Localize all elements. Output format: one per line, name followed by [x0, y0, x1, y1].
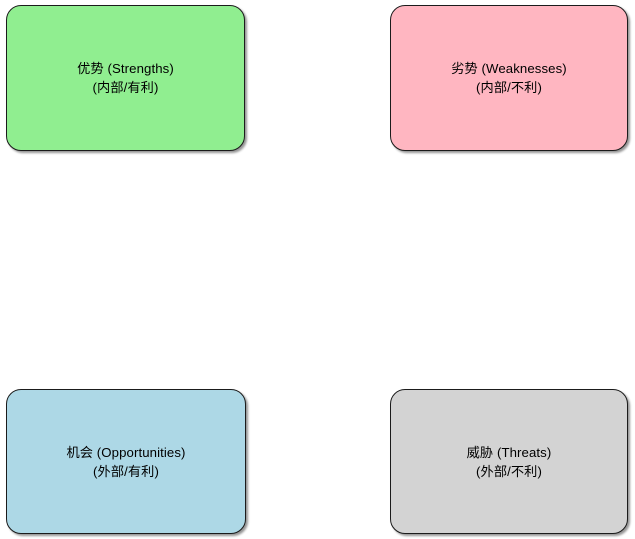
swot-quadrant-threats[interactable]: 威胁 (Threats) (外部/不利)	[390, 389, 628, 534]
weaknesses-title-text: 劣势 (Weaknesses)	[451, 61, 567, 76]
swot-quadrant-strengths[interactable]: 优势 (Strengths) (内部/有利)	[6, 5, 245, 151]
threats-title-text: 威胁 (Threats)	[466, 444, 552, 460]
strengths-title-text: 优势 (Strengths)	[77, 61, 174, 76]
swot-quadrant-weaknesses[interactable]: 劣势 (Weaknesses) (内部/不利)	[390, 5, 628, 151]
strengths-subtitle-text: (内部/有利)	[92, 80, 159, 95]
opportunities-title-text: 机会 (Opportunities)	[66, 444, 186, 460]
swot-quadrant-opportunities[interactable]: 机会 (Opportunities) (外部/有利)	[6, 389, 246, 534]
opportunities-subtitle-text: (外部/有利)	[93, 463, 159, 479]
weaknesses-subtitle-text: (内部/不利)	[476, 80, 542, 95]
threats-subtitle-text: (外部/不利)	[476, 463, 542, 479]
